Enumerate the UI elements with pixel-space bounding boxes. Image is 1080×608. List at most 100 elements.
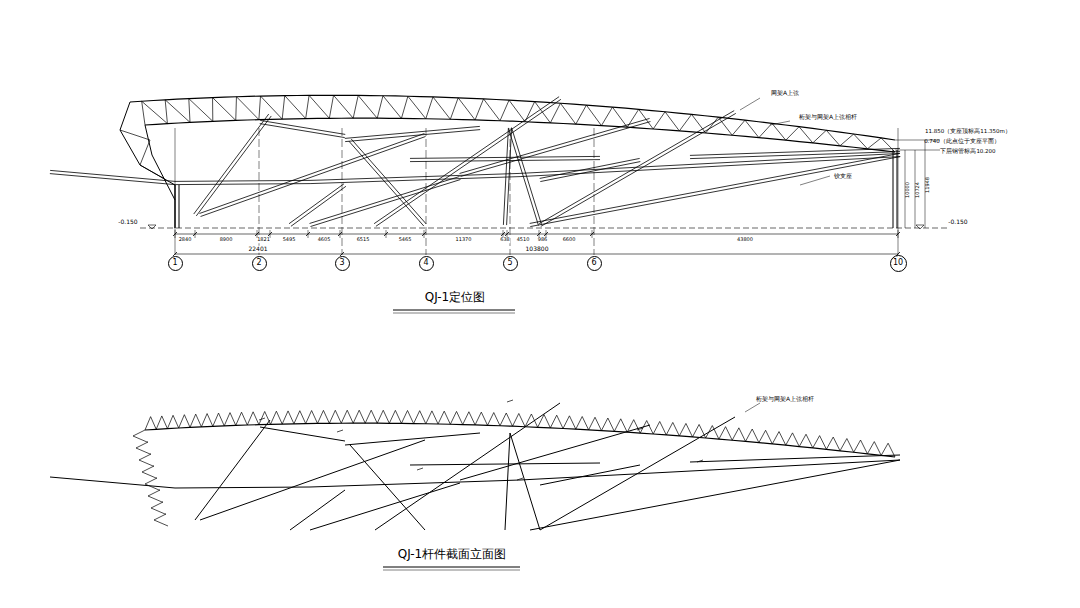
note-text: -0.150 xyxy=(118,219,137,226)
dimension-text: 5495 xyxy=(283,237,296,243)
truss-member xyxy=(540,162,640,182)
dimension-line xyxy=(175,254,898,255)
title-underline xyxy=(383,567,520,568)
truss-member xyxy=(512,128,542,225)
note-text: -0.150 xyxy=(948,219,967,226)
dimension-tick xyxy=(592,230,593,238)
axis-number: 5 xyxy=(507,259,512,267)
truss-member xyxy=(260,124,345,138)
grid-line xyxy=(259,128,260,255)
truss-member xyxy=(690,148,900,155)
dimension-text: 1821 xyxy=(257,237,270,243)
title-underline xyxy=(393,313,515,314)
dimension-tick xyxy=(386,230,387,238)
leader-line xyxy=(895,150,940,151)
truss-member xyxy=(540,465,640,485)
truss-member xyxy=(541,113,736,226)
axis-number: 6 xyxy=(591,259,596,267)
truss-member xyxy=(690,152,900,159)
truss-member xyxy=(201,137,426,217)
grid-line xyxy=(426,128,427,255)
grid-axis-bubble: 5 xyxy=(503,256,518,271)
truss-member xyxy=(310,177,520,184)
web-member xyxy=(120,130,163,178)
chord-triangles xyxy=(145,410,895,457)
truss-member xyxy=(260,427,345,441)
axis-number: 3 xyxy=(339,259,344,267)
support-column xyxy=(893,150,894,228)
title-underline xyxy=(383,570,520,571)
top-chord xyxy=(145,423,895,457)
section-mark xyxy=(507,400,513,402)
level-mark xyxy=(148,225,156,229)
grid-axis-bubble: 1 xyxy=(168,256,183,271)
truss-member xyxy=(530,460,900,530)
ground-line xyxy=(140,228,950,229)
end-chord xyxy=(120,102,175,185)
dimension-text: 103800 xyxy=(526,246,549,253)
dimension-text: 11370 xyxy=(456,237,472,243)
truss-member xyxy=(530,157,900,227)
truss-member xyxy=(351,139,426,224)
dimension-text: 6600 xyxy=(563,237,576,243)
drawing-title: QJ-1杆件截面立面图 xyxy=(398,548,507,561)
dimension-text: 10724 xyxy=(915,182,921,198)
grid-line xyxy=(898,128,899,255)
truss-member xyxy=(345,126,480,138)
dimension-tick xyxy=(340,230,341,238)
grid-line xyxy=(594,128,595,255)
dimension-tick xyxy=(308,230,309,238)
setting-out xyxy=(140,98,950,570)
end-chord xyxy=(145,125,175,200)
grid-axis-bubble: 2 xyxy=(252,256,267,271)
note-text: 桁架与网架A上弦相杆 xyxy=(756,396,814,403)
dimension-text: 10000 xyxy=(905,182,911,198)
support-column xyxy=(897,150,898,228)
dimension-text: 4510 xyxy=(517,237,530,243)
truss-member xyxy=(290,490,345,530)
axis-number: 2 xyxy=(256,259,261,267)
chord-triangles xyxy=(133,430,168,526)
dimension-text: 8900 xyxy=(220,237,233,243)
grid-axis-bubble: 3 xyxy=(335,256,350,271)
dimension-tick xyxy=(424,230,425,238)
dimension-text: 22401 xyxy=(248,246,267,253)
truss-member xyxy=(310,173,520,180)
section-mark xyxy=(637,428,643,430)
leader-line xyxy=(800,176,830,185)
axis-number: 4 xyxy=(423,259,428,267)
truss-member xyxy=(195,420,270,520)
leader-line xyxy=(745,403,760,412)
leader-line xyxy=(770,121,790,125)
truss-member xyxy=(260,120,345,134)
note-text: 下层钢管标高10.200 xyxy=(940,148,995,154)
axis-number: 1 xyxy=(172,259,177,267)
dimension-text: 11948 xyxy=(925,177,931,193)
truss-member xyxy=(50,170,175,181)
truss-member xyxy=(410,156,600,158)
section-mark xyxy=(697,460,703,462)
dimension-text: 6515 xyxy=(357,237,370,243)
truss-member xyxy=(460,122,650,177)
truss-member xyxy=(508,128,538,225)
truss-member xyxy=(200,440,425,520)
note-text: 桁架与网架A上弦相杆 xyxy=(799,114,857,121)
dimension-tick xyxy=(898,230,899,238)
dimension-text: 2840 xyxy=(179,237,192,243)
dimension-text: 5465 xyxy=(399,237,412,243)
web-member xyxy=(142,95,895,152)
truss-member xyxy=(289,184,344,224)
grid-line xyxy=(342,128,343,255)
section-mark xyxy=(417,468,423,470)
truss-member xyxy=(505,433,510,530)
truss-member xyxy=(194,114,269,214)
truss-member xyxy=(530,153,900,223)
truss-member xyxy=(349,141,424,226)
axis-number: 10 xyxy=(893,259,903,267)
section-mark xyxy=(337,430,343,432)
title-underline xyxy=(393,310,515,311)
dimension-text: 4605 xyxy=(318,237,331,243)
leader-line xyxy=(740,98,760,110)
truss-member xyxy=(540,417,735,530)
